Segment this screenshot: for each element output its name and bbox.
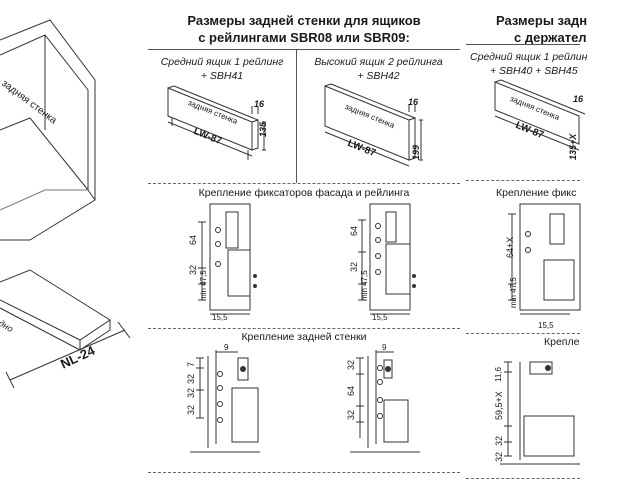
back2-top: 9 xyxy=(382,343,387,352)
divider xyxy=(148,183,460,184)
right-back-d3: 32 xyxy=(494,451,504,462)
back1-d3: 32 xyxy=(186,387,196,398)
fix2-d2: 32 xyxy=(349,261,359,272)
divider xyxy=(466,44,580,45)
back1-d2: 32 xyxy=(186,373,196,384)
right-front-fixing-drawing xyxy=(508,203,581,315)
divider xyxy=(148,472,460,473)
right-section-back-wall-title: Креплe xyxy=(544,336,580,348)
fix1-w: 15,5 xyxy=(212,313,228,322)
col2-header: Высокий ящик 2 рейлинга + SBH42 xyxy=(297,55,460,83)
divider xyxy=(148,49,460,50)
col2-header-line2: + SBH42 xyxy=(357,70,400,82)
fix1-d2: 32 xyxy=(188,264,198,275)
rear-panel-2-drawing xyxy=(324,83,423,167)
panel3-height: 135+X xyxy=(568,133,578,160)
back2-d3: 32 xyxy=(346,409,356,420)
right-section-fixings-title: Крепление фикс xyxy=(496,187,577,199)
right-back-d1: 59,5+X xyxy=(494,391,504,420)
back-wall-fixing-drawing-1 xyxy=(190,350,260,453)
col2-header-line1: Высокий ящик 2 рейлинга xyxy=(314,56,443,68)
middle-title-line2: с рейлингами SBR08 или SBR09: xyxy=(198,30,410,45)
right-back-d2: 32 xyxy=(494,435,504,446)
column-divider xyxy=(296,49,297,183)
right-col-header-line2: + SBH40 + SBH45 xyxy=(490,65,578,77)
back1-top: 9 xyxy=(224,343,229,352)
col1-header-line1: Средний ящик 1 рейлинг xyxy=(160,56,284,68)
fix1-d3: min 47,5 xyxy=(199,270,208,301)
panel2-height: 199 xyxy=(411,144,421,160)
back2-d2: 64 xyxy=(346,385,356,396)
panel3-thickness: 16 xyxy=(573,94,584,104)
middle-title-line1: Размеры задней стенки для ящиков xyxy=(187,13,421,28)
rear-panel-1-drawing xyxy=(167,85,266,160)
col1-header-line2: + SBH41 xyxy=(200,70,244,82)
back2-d1: 32 xyxy=(346,359,356,370)
panel1-thickness: 16 xyxy=(254,99,265,109)
right-back-top: 11,6 xyxy=(494,367,503,382)
right-fix-d1: 64+X xyxy=(505,236,515,258)
fix2-d1: 64 xyxy=(349,225,359,236)
fix2-d3: min 47,5 xyxy=(360,270,369,301)
back1-d1: 7 xyxy=(186,361,196,367)
back1-d4: 32 xyxy=(186,404,196,415)
panel1-height: 135 xyxy=(258,121,268,137)
fix2-w: 15,5 xyxy=(372,313,388,322)
col1-header: Средний ящик 1 рейлинг + SBH41 xyxy=(148,55,296,83)
front-fixing-drawing-2 xyxy=(358,203,416,315)
divider xyxy=(466,180,580,181)
right-title-line1: Размеры задн xyxy=(496,13,588,28)
fix1-d1: 64 xyxy=(188,234,198,245)
divider xyxy=(466,333,580,334)
right-col-header: Средний ящик 1 рейлин + SBH40 + SBH45 xyxy=(470,50,610,78)
right-title: Размеры задн с держател xyxy=(468,12,618,46)
drawer-iso-drawing xyxy=(0,19,131,389)
divider xyxy=(148,328,460,329)
panel2-thickness: 16 xyxy=(408,97,419,107)
section-fixings-title: Крепление фиксаторов фасада и рейлинга xyxy=(198,187,410,199)
right-col-header-line1: Средний ящик 1 рейлин xyxy=(470,51,588,63)
back-wall-fixing-drawing-2 xyxy=(350,350,420,453)
right-fix-w: 15,5 xyxy=(538,321,554,330)
right-fix-d3: min 47,5 xyxy=(509,277,518,308)
right-back-wall-fixing-drawing xyxy=(500,361,580,465)
rear-panel-3-drawing xyxy=(494,79,586,151)
middle-title: Размеры задней стенки для ящиков с рейли… xyxy=(148,12,460,46)
right-title-line2: с держател xyxy=(514,30,587,45)
front-fixing-drawing-1 xyxy=(198,203,257,315)
section-back-wall-title: Крепление задней стенки xyxy=(241,331,367,343)
divider xyxy=(466,478,580,479)
